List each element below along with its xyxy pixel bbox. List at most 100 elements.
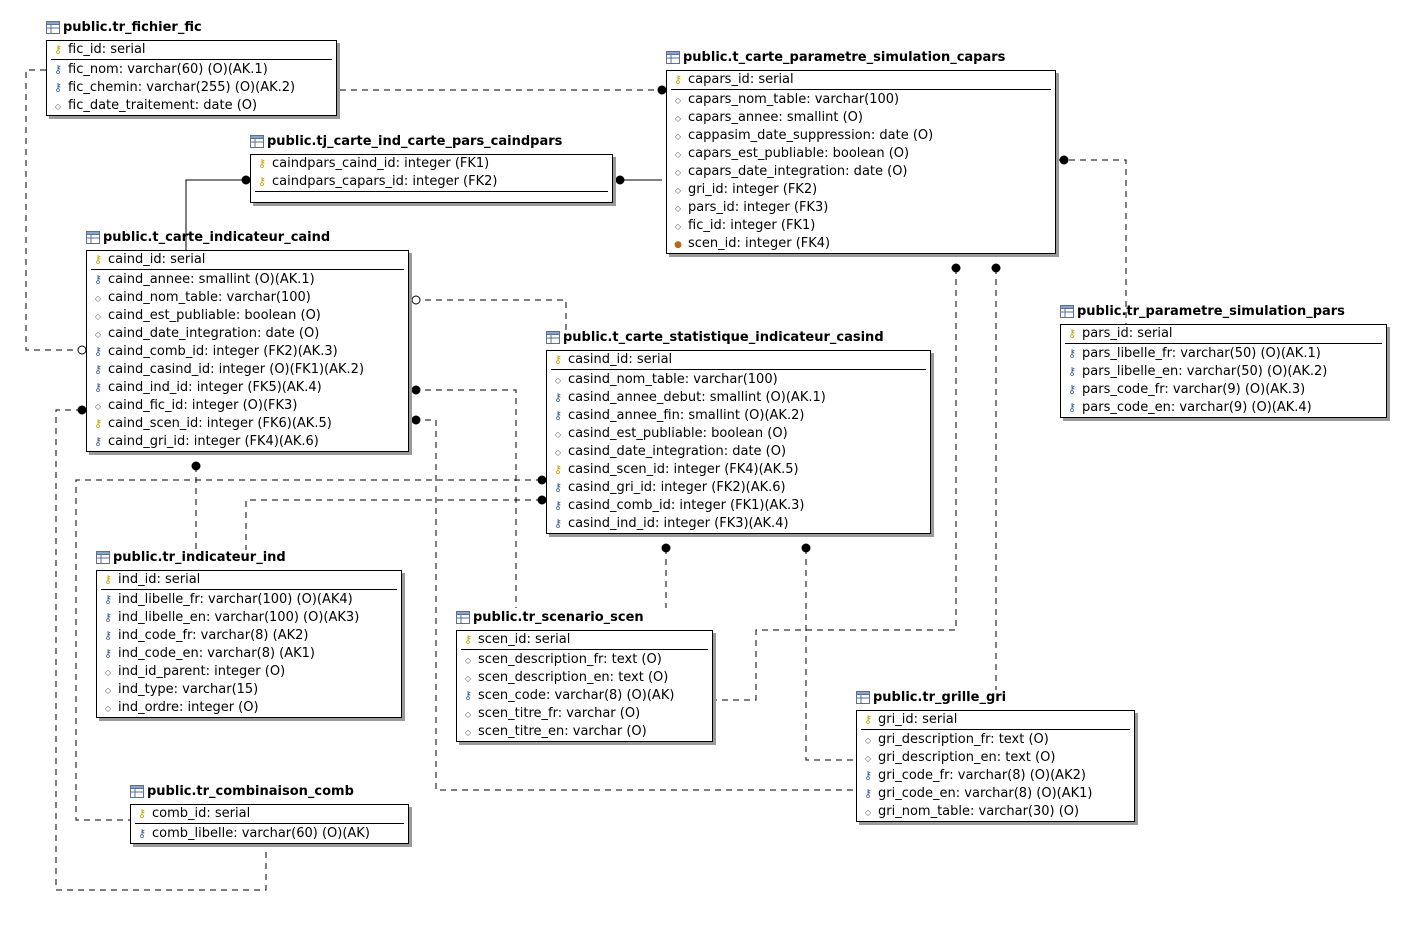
column-text: caind_est_publiable: boolean (O) [108,308,321,323]
column-row: ⚷pars_libelle_en: varchar(50) (O)(AK.2) [1061,363,1386,381]
column-row: ⚷ scen_code: varchar(8) (O)(AK) [457,687,712,705]
primary-key-rows: ⚷caindpars_caind_id: integer (FK1) ⚷cain… [255,155,608,192]
alternate-key-icon: ⚷ [863,787,873,800]
column-row: ⚷ind_code_en: varchar(8) (AK1) [97,645,401,663]
foreign-key-icon: ● [674,240,682,250]
entity-comb[interactable]: ⚷comb_id: serial ⚷ comb_libelle: varchar(… [130,804,409,844]
column-row: ◇pars_id: integer (FK3) [667,199,1055,217]
column-row: ◇fic_date_traitement: date (O) [47,97,336,115]
primary-key-row: ⚷caind_id: serial [91,251,404,270]
relationship-lines [25,69,1127,891]
column-text: ind_libelle_en: varchar(100) (O)(AK3) [118,610,360,625]
entity-scen[interactable]: ⚷scen_id: serial ◇scen_description_fr: t… [456,630,713,742]
cardinality-many-dot [1059,155,1069,165]
column-text: fic_nom: varchar(60) (O)(AK.1) [68,62,268,77]
column-row: ◇caind_nom_table: varchar(100) [87,289,408,307]
entity-capars[interactable]: ⚷capars_id: serial ◇capars_nom_table: va… [666,70,1056,254]
column-text: pars_libelle_en: varchar(50) (O)(AK.2) [1082,364,1328,379]
column-text: casind_annee_fin: smallint (O)(AK.2) [568,408,805,423]
alternate-key-icon: ⚷ [463,689,473,702]
key-icon: ⚷ [1067,327,1077,340]
primary-key-row: ⚷scen_id: serial [461,631,708,650]
rel-casind-ind [245,499,542,550]
column-icon: ◇ [554,430,562,439]
entity-caind[interactable]: ⚷caind_id: serial ⚷caind_annee: smallint… [86,250,409,452]
cardinality-many-dot [77,405,87,415]
column-icon: ◇ [464,710,472,719]
key-icon: ⚷ [863,713,873,726]
column-icon: ◇ [674,132,682,141]
key-icon: ⚷ [137,807,147,820]
column-row: ⚷ gri_code_en: varchar(8) (O)(AK1) [857,785,1134,803]
key-icon: ⚷ [463,633,473,646]
rel-casind-comb [75,479,542,821]
column-row: ◇scen_titre_en: varchar (O) [457,723,712,741]
column-text: gri_description_fr: text (O) [878,732,1049,747]
table-icon [130,785,144,803]
entity-title-capars: public.t_carte_parametre_simulation_capa… [666,50,1005,69]
cardinality-many-dot [615,175,625,185]
table-icon [856,691,870,709]
entity-casind[interactable]: ⚷casind_id: serial ◇casind_nom_table: va… [546,350,931,534]
key-icon: ⚷ [553,353,563,366]
column-text: caind_fic_id: integer (O)(FK3) [108,398,298,413]
alternate-key-icon: ⚷ [863,769,873,782]
alternate-key-icon: ⚷ [93,363,103,376]
entity-pars[interactable]: ⚷pars_id: serial ⚷pars_libelle_fr: varch… [1060,324,1387,418]
column-icon: ◇ [674,186,682,195]
column-text: ind_type: varchar(15) [118,682,259,697]
column-text: scen_code: varchar(8) (O)(AK) [478,688,675,703]
key-icon: ⚷ [257,157,267,170]
entity-ind[interactable]: ⚷ind_id: serial ⚷ind_libelle_fr: varchar… [96,570,402,718]
column-row: ⚷casind_annee_fin: smallint (O)(AK.2) [547,407,930,425]
alternate-key-icon: ⚷ [553,517,563,530]
pk-row: ⚷caindpars_caind_id: integer (FK1) [255,155,608,173]
column-icon: ◇ [554,376,562,385]
foreign-primary-key-icon: ⚷ [553,463,563,476]
entity-title-caind: public.t_carte_indicateur_caind [86,230,330,249]
cardinality-many-dot [661,543,671,553]
column-text: gri_description_en: text (O) [878,750,1056,765]
alternate-key-icon: ⚷ [1067,401,1077,414]
entity-caindpars[interactable]: ⚷caindpars_caind_id: integer (FK1) ⚷cain… [250,154,613,203]
rel-caind-gri [414,419,856,791]
column-text: scen_titre_en: varchar (O) [478,724,647,739]
table-icon [456,611,470,629]
column-icon: ◇ [94,312,102,321]
alternate-key-icon: ⚷ [137,827,147,840]
cardinality-many-dot [991,263,1001,273]
column-row: ⚷ind_libelle_fr: varchar(100) (O)(AK4) [97,591,401,609]
entity-fichier[interactable]: ⚷fic_id: serial ⚷fic_nom: varchar(60) (O… [46,40,337,116]
entity-gri[interactable]: ⚷gri_id: serial ◇gri_description_fr: tex… [856,710,1135,822]
alternate-key-icon: ⚷ [103,647,113,660]
cardinality-many-dot [951,263,961,273]
cardinality-many-dot [241,175,251,185]
alternate-key-icon: ⚷ [553,481,563,494]
column-row: ⚷fic_nom: varchar(60) (O)(AK.1) [47,61,336,79]
column-row: ⚷ gri_code_fr: varchar(8) (O)(AK2) [857,767,1134,785]
column-row: ◇casind_est_publiable: boolean (O) [547,425,930,443]
column-text: pars_code_en: varchar(9) (O)(AK.4) [1082,400,1312,415]
column-text: gri_code_en: varchar(8) (O)(AK1) [878,786,1093,801]
primary-key-row: ⚷comb_id: serial [135,805,404,824]
column-row: ⚷casind_comb_id: integer (FK1)(AK.3) [547,497,930,515]
column-text: comb_libelle: varchar(60) (O)(AK) [152,826,370,841]
entity-title-gri: public.tr_grille_gri [856,690,1006,709]
column-row: ◇capars_est_publiable: boolean (O) [667,145,1055,163]
column-row: ◇ind_id_parent: integer (O) [97,663,401,681]
column-text: gri_code_fr: varchar(8) (O)(AK2) [878,768,1086,783]
table-icon [96,551,110,569]
column-text: ind_id_parent: integer (O) [118,664,286,679]
cardinality-many-dot [411,415,421,425]
column-text: scen_id: integer (FK4) [688,236,831,251]
column-row: ⚷ comb_libelle: varchar(60) (O)(AK) [131,825,408,843]
column-row: ◇gri_id: integer (FK2) [667,181,1055,199]
column-icon: ◇ [864,808,872,817]
rel-fichier-caind [25,69,82,351]
entity-title-comb: public.tr_combinaison_comb [130,784,354,803]
column-row: ◇scen_titre_fr: varchar (O) [457,705,712,723]
column-text: capars_nom_table: varchar(100) [688,92,900,107]
column-text: casind_ind_id: integer (FK3)(AK.4) [568,516,789,531]
entity-title-caindpars: public.tj_carte_ind_carte_pars_caindpars [250,134,562,153]
entity-title-scen: public.tr_scenario_scen [456,610,644,629]
